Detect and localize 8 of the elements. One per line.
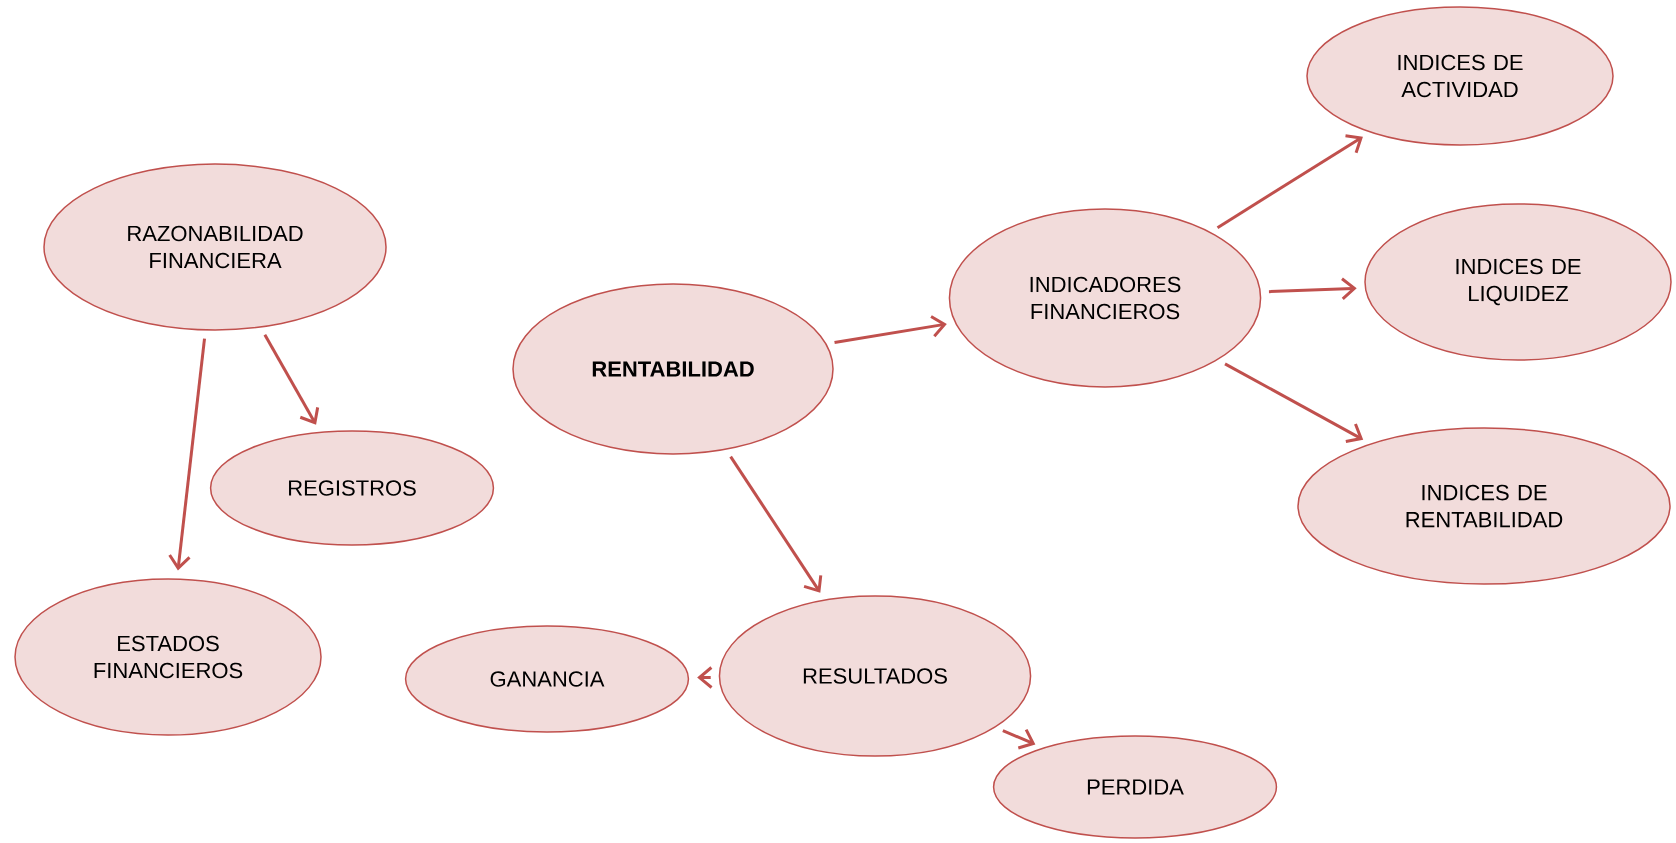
arrow <box>1268 277 1357 300</box>
arrow <box>1216 134 1363 229</box>
arrow <box>729 455 823 593</box>
arrow <box>1224 362 1364 444</box>
arrow <box>1002 728 1036 750</box>
arrow <box>263 333 320 425</box>
arrow <box>834 315 947 344</box>
arrow <box>168 338 206 571</box>
